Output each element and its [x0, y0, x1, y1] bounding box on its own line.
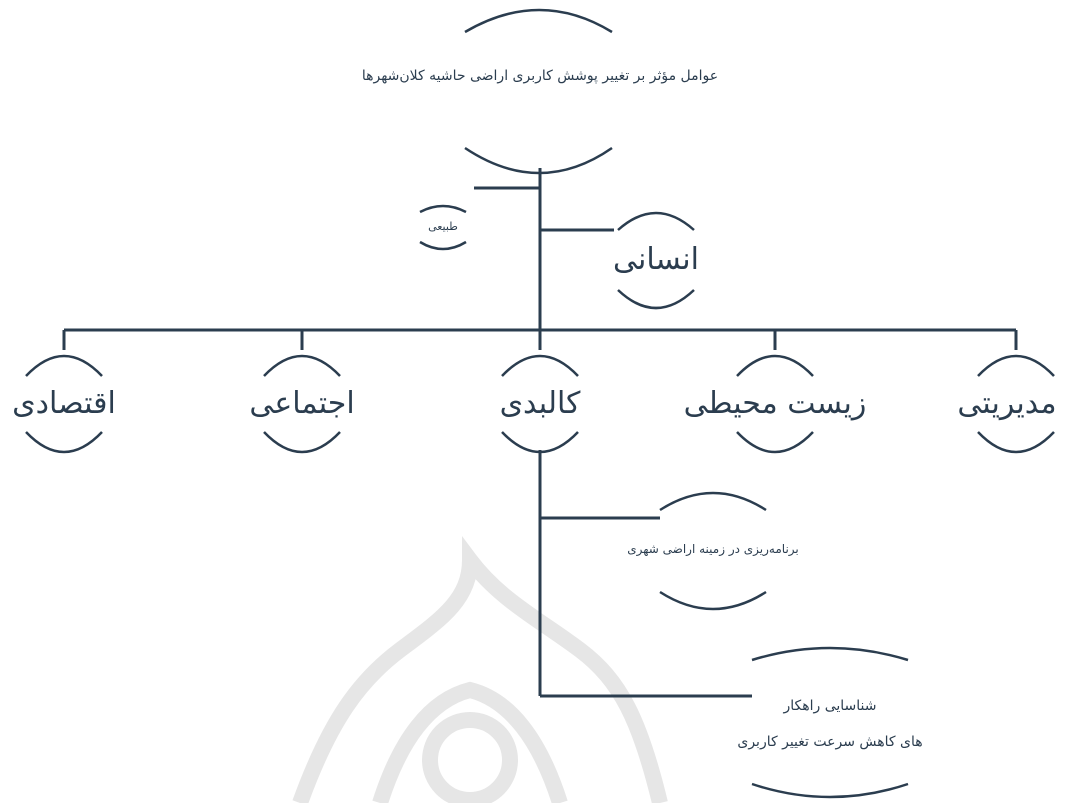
strategies-node-label-line2: های کاهش سرعت تغییر کاربری	[737, 734, 923, 750]
natural-node-label: طبیعی	[428, 220, 458, 233]
connector-lines	[62, 168, 1018, 698]
economic-node-label: اقتصادی	[12, 386, 116, 421]
node-arcs	[25, 8, 1055, 799]
environmental-node-label: زیست محیطی	[683, 386, 867, 421]
human-node-label: انسانی	[613, 242, 699, 277]
strategies-node-label-line1: شناسایی راهکار	[783, 698, 877, 714]
social-node-label: اجتماعی	[249, 386, 355, 421]
physical-node-label: کالبدی	[499, 386, 581, 421]
watermark-logo	[292, 536, 668, 803]
planning-node-label: برنامه‌ریزی در زمینه اراضی شهری	[627, 542, 799, 556]
root-node-label: عوامل مؤثر بر تغییر پوشش کاربری اراضی حا…	[361, 68, 719, 84]
managerial-node-label: مدیریتی	[957, 386, 1057, 421]
